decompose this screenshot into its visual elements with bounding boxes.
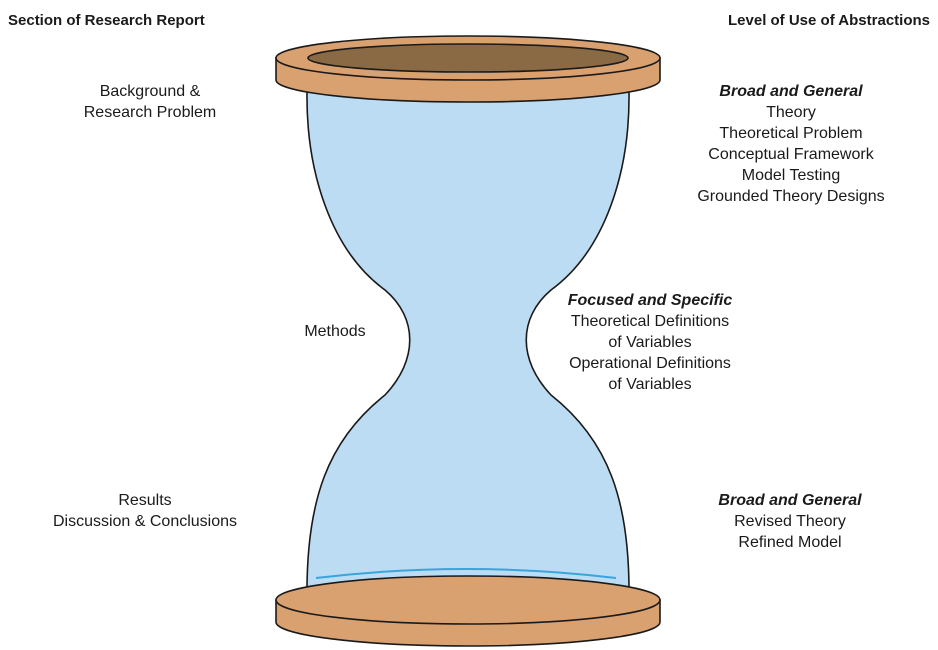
abstraction-line: Theory — [766, 104, 816, 121]
abstraction-line: Revised Theory — [734, 513, 846, 530]
abstraction-line: Model Testing — [741, 167, 841, 184]
abstraction-line: Theoretical Problem — [719, 125, 863, 142]
sand-level-line — [315, 568, 617, 579]
section-line: Background & — [99, 83, 201, 100]
abstraction-line: Theoretical Definitions — [570, 313, 730, 330]
section-line: Discussion & Conclusions — [52, 513, 238, 530]
hourglass-top-cap — [275, 35, 661, 103]
abstraction-bottom: Broad and General Revised Theory Refined… — [680, 490, 900, 553]
abstraction-heading: Focused and Specific — [567, 292, 733, 309]
abstraction-line: Conceptual Framework — [708, 146, 874, 163]
hourglass-bottom-cap — [275, 575, 661, 647]
section-background: Background & Research Problem — [50, 81, 250, 123]
section-methods: Methods — [290, 321, 380, 342]
abstraction-line: Refined Model — [738, 534, 842, 551]
abstraction-line: of Variables — [608, 376, 692, 393]
abstraction-heading: Broad and General — [718, 492, 862, 509]
abstraction-header: Level of Use of Abstractions — [728, 12, 930, 29]
section-line: Results — [118, 492, 172, 509]
section-line: Research Problem — [83, 104, 217, 121]
section-line: Methods — [304, 323, 366, 340]
section-header: Section of Research Report — [8, 12, 205, 29]
abstraction-line: Operational Definitions — [569, 355, 731, 372]
abstraction-top: Broad and General Theory Theoretical Pro… — [660, 81, 922, 207]
abstraction-heading: Broad and General — [719, 83, 863, 100]
abstraction-line: Grounded Theory Designs — [697, 188, 885, 205]
abstraction-line: of Variables — [608, 334, 692, 351]
section-results: Results Discussion & Conclusions — [20, 490, 270, 532]
abstraction-middle: Focused and Specific Theoretical Definit… — [530, 290, 770, 395]
